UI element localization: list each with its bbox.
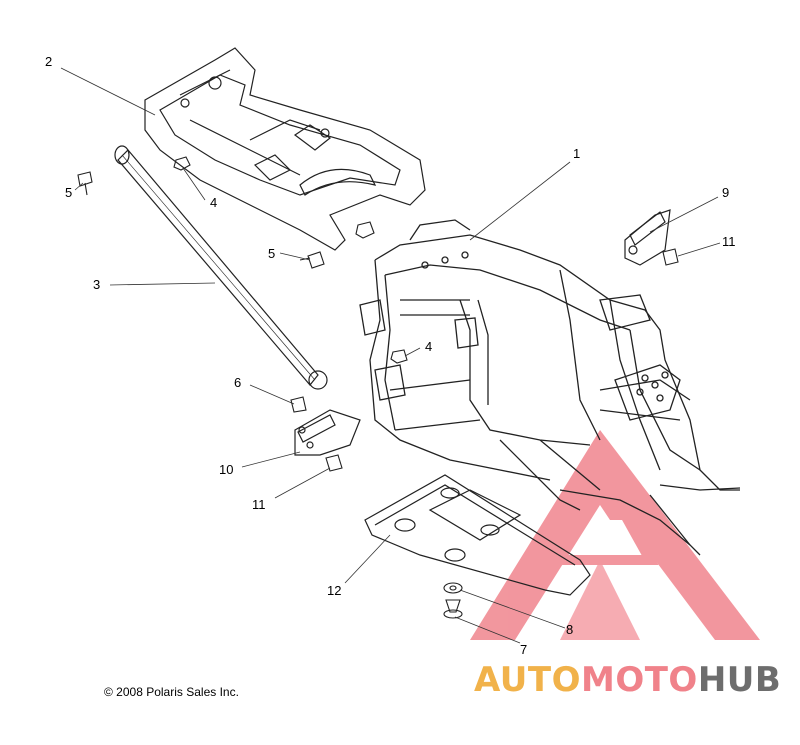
nut-4a [173, 156, 191, 171]
callout-2: 2 [45, 54, 52, 69]
rear-subframe [144, 47, 426, 251]
right-footrest [624, 209, 671, 266]
nut-4b [355, 221, 375, 239]
brand-part-hub: HUB [697, 660, 782, 700]
left-footrest [294, 409, 361, 456]
callout-6: 6 [234, 375, 241, 390]
bolt-5b [299, 251, 325, 269]
bolt-11a [325, 454, 343, 472]
leader-lines [60, 67, 721, 644]
callout-4-frame: 4 [425, 339, 432, 354]
washer-8 [443, 582, 463, 594]
brand-part-auto: AUTO [474, 660, 581, 700]
rivet-7 [443, 599, 463, 619]
main-frame [359, 219, 741, 556]
bolt-6 [290, 396, 307, 413]
nut-4c [390, 349, 408, 364]
watermark-brand-text: AUTOMOTOHUB [474, 660, 781, 700]
callout-5-center: 5 [268, 246, 275, 261]
callout-9: 9 [722, 185, 729, 200]
callout-11-right: 11 [722, 234, 736, 249]
watermark-logo [470, 430, 760, 640]
callout-12: 12 [327, 583, 341, 598]
callout-10: 10 [219, 462, 233, 477]
brand-part-moto: MOTO [580, 660, 698, 700]
callouts: 1 2 3 4 4 5 5 6 7 8 9 10 11 11 12 [45, 54, 736, 657]
callout-8: 8 [566, 622, 573, 637]
fasteners [77, 156, 679, 619]
callout-5-left: 5 [65, 185, 72, 200]
copyright-notice: © 2008 Polaris Sales Inc. [104, 685, 239, 699]
bolt-5a [77, 171, 93, 196]
skid-plate [364, 474, 591, 596]
callout-4-top: 4 [210, 195, 217, 210]
callout-11-left: 11 [252, 497, 266, 512]
callout-1: 1 [573, 146, 580, 161]
callout-7: 7 [520, 642, 527, 657]
bolt-11b [662, 248, 679, 266]
callout-3: 3 [93, 277, 100, 292]
tie-rod [114, 145, 328, 390]
